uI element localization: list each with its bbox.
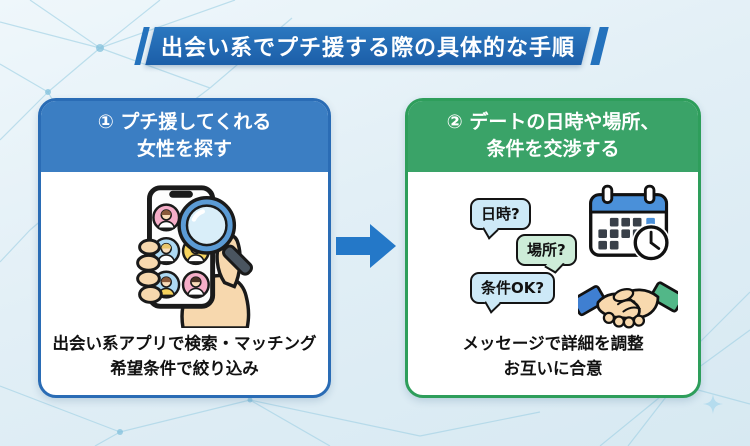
step-1-header: ① プチ援してくれる 女性を探す	[41, 101, 328, 172]
step-1-title-line2: 女性を探す	[136, 137, 232, 160]
step-2-card: ② デートの日時や場所、 条件を交渉する 日時? 場所? 条件OK?	[405, 98, 701, 398]
phone-notch	[168, 190, 193, 198]
right-sleeve	[649, 281, 678, 313]
step-1-caption: 出会い系アプリで検索・マッチング 希望条件で絞り込み	[53, 331, 317, 382]
page-title-banner: 出会い系でプチ援する際の具体的な手順	[145, 27, 591, 65]
step-1-body: 出会い系アプリで検索・マッチング 希望条件で絞り込み	[41, 172, 328, 395]
step-1-caption-line1: 出会い系アプリで検索・マッチング	[52, 333, 317, 353]
speech-bubble-place-label: 場所?	[527, 240, 566, 259]
step-1-title-line1: ① プチ援してくれる	[97, 111, 272, 133]
page-title: 出会い系でプチ援する際の具体的な手順	[160, 36, 575, 61]
avatar	[181, 270, 210, 299]
step-2-body: 日時? 場所? 条件OK?	[408, 172, 698, 395]
step-1-caption-line2: 希望条件で絞り込み	[110, 359, 259, 379]
speech-bubble-datetime: 日時?	[470, 197, 531, 230]
step-2-caption-line1: メッセージで詳細を調整	[462, 333, 644, 353]
magnifier-icon	[176, 195, 253, 276]
step-1-card: ① プチ援してくれる 女性を探す	[38, 98, 331, 398]
negotiation-illustration: 日時? 場所? 条件OK?	[414, 176, 692, 331]
next-step-arrow-icon	[336, 224, 396, 268]
clock-icon	[631, 223, 671, 262]
hand-fingers	[135, 238, 163, 304]
speech-bubble-conditions: 条件OK?	[470, 271, 556, 304]
speech-bubble-conditions-label: 条件OK?	[481, 278, 545, 297]
avatar	[151, 236, 180, 266]
speech-bubble-datetime-label: 日時?	[481, 204, 520, 223]
step-2-caption-line2: お互いに合意	[503, 359, 603, 379]
step-2-title-line1: ② デートの日時や場所、	[446, 111, 660, 133]
step-2-caption: メッセージで詳細を調整 お互いに合意	[462, 331, 643, 382]
step-2-header: ② デートの日時や場所、 条件を交渉する	[408, 101, 698, 172]
step-2-title-line2: 条件を交渉する	[486, 137, 620, 160]
phone-search-illustration	[135, 185, 253, 328]
speech-bubble-place: 場所?	[516, 233, 577, 266]
handshake-icon	[578, 281, 678, 329]
avatar	[151, 203, 180, 232]
knuckles	[602, 311, 646, 329]
calendar-clock-icon	[589, 184, 671, 262]
left-sleeve	[578, 285, 607, 317]
